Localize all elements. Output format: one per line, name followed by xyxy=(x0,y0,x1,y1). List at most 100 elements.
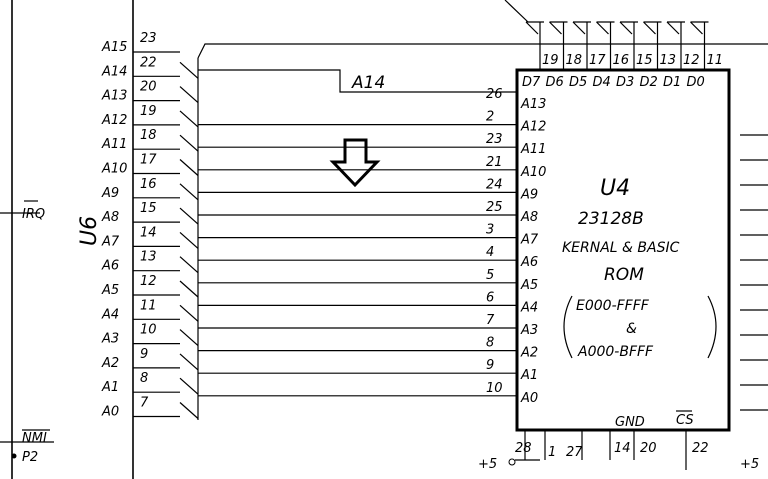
u4-desc: KERNAL & BASIC xyxy=(562,240,680,256)
u6-pin-name: A8 xyxy=(101,210,119,225)
right-edge-stubs xyxy=(740,134,768,411)
svg-text:+5: +5 xyxy=(740,457,759,472)
data-pin-number: 13 xyxy=(660,53,677,68)
rom-pin-number: 21 xyxy=(486,155,503,170)
irq-signal: IRQ xyxy=(0,200,45,222)
nmi-signal: NMI P2 xyxy=(0,429,54,465)
svg-text:14: 14 xyxy=(614,441,631,456)
rom-pin-name: A13 xyxy=(520,97,546,112)
u6-pin-name: A9 xyxy=(101,186,119,201)
u6-pin-name: A0 xyxy=(101,405,119,420)
data-wire-slash xyxy=(572,21,586,35)
bus-slash-group xyxy=(179,61,199,419)
data-pin-number: 17 xyxy=(589,53,606,68)
u4-part: 23128B xyxy=(578,209,644,229)
bus-slash xyxy=(179,329,199,347)
bus-slash xyxy=(179,304,199,322)
rom-pin-name: A9 xyxy=(520,187,538,202)
u6-pin-name: A4 xyxy=(101,307,119,322)
rom-pin-number: 5 xyxy=(486,268,494,283)
u6-pin-group: A1523A1422A1320A1219A1118A1017A916A815A7… xyxy=(101,31,180,420)
bus-slash xyxy=(179,61,199,79)
u6-pin-number: 22 xyxy=(140,55,157,70)
u6-pin-number: 7 xyxy=(140,396,149,411)
u6-pin-name: A1 xyxy=(101,380,119,395)
rom-pin-number: 26 xyxy=(486,87,503,102)
rom-pin-name: A3 xyxy=(520,323,538,338)
svg-text:20: 20 xyxy=(640,441,657,456)
bus-slash xyxy=(179,207,199,225)
u6-pin-number: 13 xyxy=(140,250,157,265)
bus-slash xyxy=(179,256,199,274)
data-wire-slash xyxy=(643,21,656,35)
u6-pin-number: 14 xyxy=(140,225,157,240)
u6-pin-number: 9 xyxy=(140,347,148,362)
rom-pin-name: A4 xyxy=(520,300,538,315)
u4-range2: A000-BFFF xyxy=(577,344,654,360)
u6-pin-name: A10 xyxy=(101,162,127,177)
u4-cs-label: CS xyxy=(676,413,694,428)
data-pin-number: 11 xyxy=(707,53,724,68)
bus-slash xyxy=(179,159,199,176)
data-pin-number: 16 xyxy=(613,53,630,68)
rom-pin-name: A2 xyxy=(520,346,538,361)
bus-slash xyxy=(179,377,199,395)
data-wire-slash xyxy=(690,21,703,35)
u6-pin-number: 16 xyxy=(140,177,157,192)
u6-pin-name: A14 xyxy=(101,64,127,79)
bus-slash xyxy=(179,231,199,249)
bus-slash xyxy=(179,280,199,298)
u6-label: U6 xyxy=(77,216,102,246)
bottom-pin-group: 28 1 27 14 20 22 +5 +5 xyxy=(478,430,759,472)
rom-pin-name: A12 xyxy=(520,120,546,135)
data-bus-group xyxy=(525,21,709,70)
u6-pin-name: A11 xyxy=(101,137,127,152)
rom-pin-number: 25 xyxy=(486,200,503,215)
bus-slash xyxy=(179,353,199,371)
svg-text:+5: +5 xyxy=(478,457,497,472)
data-wire-slash xyxy=(666,21,680,35)
rom-pin-name: A6 xyxy=(520,255,538,270)
u6-pin-name: A6 xyxy=(101,259,119,274)
svg-text:IRQ: IRQ xyxy=(22,207,45,222)
rom-pin-number: 10 xyxy=(486,381,503,396)
svg-text:NMI: NMI xyxy=(22,431,47,446)
u6-pin-number: 11 xyxy=(140,298,157,313)
svg-text:28: 28 xyxy=(515,441,532,456)
svg-text:27: 27 xyxy=(566,445,583,460)
u6-pin-number: 17 xyxy=(140,153,157,168)
u6-pin-name: A13 xyxy=(101,89,127,104)
data-pin-name: D2 xyxy=(640,75,658,90)
diagonal-wire xyxy=(504,0,529,23)
u6-pin-number: 10 xyxy=(140,323,157,338)
left-paren xyxy=(563,295,573,359)
rom-pin-number: 9 xyxy=(486,358,494,373)
u4-amp: & xyxy=(626,321,637,337)
svg-text:22: 22 xyxy=(692,441,709,456)
data-pin-name: D1 xyxy=(663,75,681,90)
data-pin-number: 15 xyxy=(636,53,653,68)
data-wire-slash xyxy=(549,21,562,35)
rom-pin-number: 6 xyxy=(486,290,494,305)
data-pin-number: 12 xyxy=(683,53,700,68)
bus-slash xyxy=(179,183,199,201)
rom-pin-name: A10 xyxy=(520,165,546,180)
u6-pin-number: 12 xyxy=(140,274,157,289)
u6-pin-number: 8 xyxy=(140,371,148,386)
rom-pin-number: 24 xyxy=(486,177,503,192)
u6-pin-number: 20 xyxy=(140,80,157,95)
rom-pin-number: 2 xyxy=(486,110,494,125)
svg-text:1: 1 xyxy=(548,445,556,460)
u6-pin-name: A3 xyxy=(101,332,119,347)
bus-slash xyxy=(179,110,199,128)
rom-pin-name: A5 xyxy=(520,278,538,293)
bus-slash xyxy=(179,86,199,104)
rom-pin-name: A11 xyxy=(520,142,546,157)
rom-pin-number: 3 xyxy=(486,223,494,238)
rom-pin-name: A8 xyxy=(520,210,538,225)
rom-pin-number: 8 xyxy=(486,336,494,351)
u6-pin-name: A12 xyxy=(101,113,127,128)
rom-pin-name: A1 xyxy=(520,368,538,383)
bus-slash xyxy=(179,402,199,419)
